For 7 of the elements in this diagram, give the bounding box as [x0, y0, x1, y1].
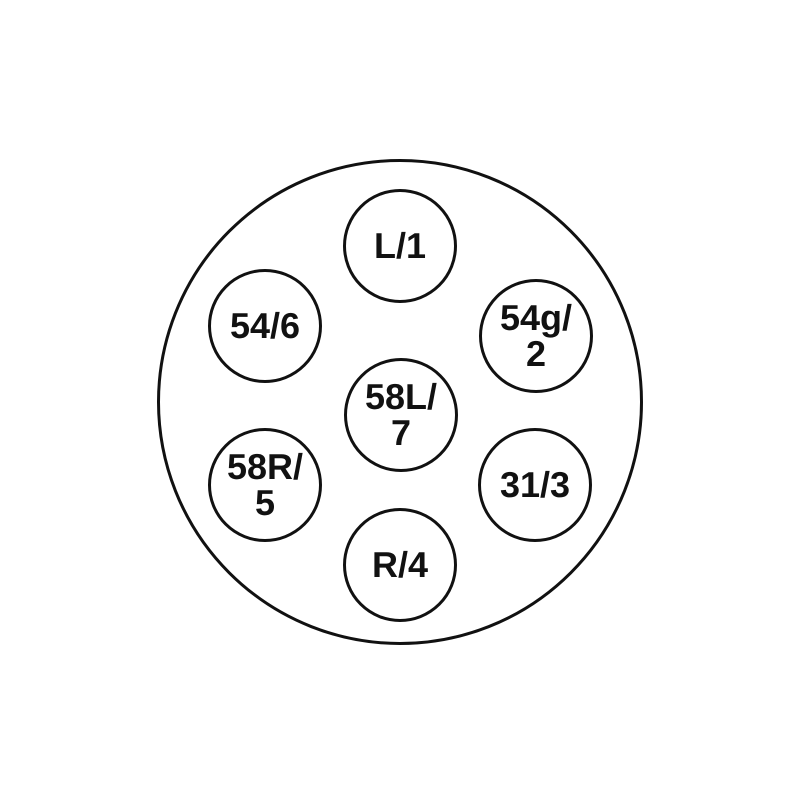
pin-label: 31/3	[498, 467, 572, 503]
pin-label: L/1	[372, 228, 427, 264]
pin-label: R/4	[370, 547, 430, 583]
pin-label: 54/6	[228, 308, 302, 344]
pin-label: 54g/ 2	[498, 300, 574, 372]
pin-label: 58L/ 7	[364, 379, 438, 451]
pin-label: 58R/ 5	[226, 449, 304, 521]
